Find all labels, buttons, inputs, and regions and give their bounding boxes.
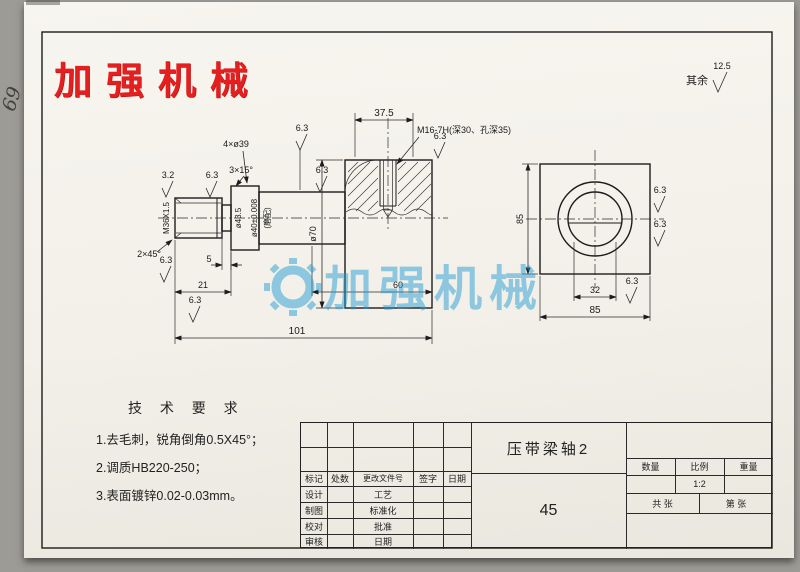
dim-37-5: 37.5 — [374, 108, 394, 119]
dim-d43-5: ø43.5 — [234, 207, 243, 228]
technical-requirements: 技 术 要 求 1.去毛刺，锐角倒角0.5X45°； 2.调质HB220-250… — [96, 398, 316, 513]
dim-5: 5 — [206, 254, 211, 264]
roughness-symbol: 6.3 — [653, 219, 667, 247]
company-logo: 加强机械 — [54, 61, 263, 103]
dim-21: 21 — [198, 280, 208, 290]
roughness-symbol: 6.3 — [433, 131, 447, 159]
tap-note: M16-7H(深30、孔深35) — [417, 125, 511, 135]
watermark: 加强机械 — [264, 258, 544, 316]
roughness-symbol: 3.2 — [161, 170, 175, 198]
tb-scale-value: 1:2 — [693, 479, 706, 489]
drawing-sheet — [24, 2, 794, 558]
tech-item: 1.去毛刺，锐角倒角0.5X45°； — [96, 433, 264, 447]
centerlines — [158, 118, 664, 288]
dim-101: 101 — [289, 326, 306, 337]
tech-title: 技 术 要 求 — [128, 400, 245, 416]
roughness-symbol: 6.3 — [205, 170, 219, 198]
tb-date: 日期 — [373, 537, 392, 547]
tb-header-biaoji: 标记 — [304, 474, 323, 484]
dim-chamfer15: 3×15° — [229, 165, 253, 175]
dim-60: 60 — [393, 280, 403, 290]
roughness-symbol: 6.3 — [295, 123, 309, 190]
roughness-symbols: 3.2 6.3 6.3 6.3 6.3 6.3 6.3 6.3 6.3 6.3 — [159, 123, 667, 323]
roughness-symbol: 6.3 — [188, 295, 202, 323]
corner-note-label: 其余 — [686, 73, 708, 87]
svg-text:6.3: 6.3 — [296, 123, 309, 133]
tb-draw: 制图 — [304, 505, 323, 516]
tb-header-file: 更改文件号 — [363, 474, 403, 483]
dim-85-side: 85 — [515, 214, 525, 224]
svg-text:6.3: 6.3 — [189, 295, 202, 305]
tb-process: 工艺 — [373, 489, 392, 500]
side-view — [539, 163, 651, 275]
roughness-symbol: 6.3 — [315, 165, 329, 193]
tb-review: 审核 — [304, 537, 323, 547]
dim-85-bottom: 85 — [589, 305, 601, 316]
svg-text:6.3: 6.3 — [316, 165, 329, 175]
gear-icon — [264, 258, 322, 316]
tb-total-sheets: 共 张 — [652, 498, 673, 509]
tb-qty: 数量 — [641, 462, 660, 472]
svg-text:6.3: 6.3 — [654, 219, 667, 229]
svg-text:6.3: 6.3 — [654, 185, 667, 195]
dim-d40: ø40±0.008 — [250, 198, 259, 237]
tb-header-chushu: 处数 — [330, 474, 349, 484]
roughness-symbol: 6.3 — [159, 255, 173, 283]
tb-design: 设计 — [304, 489, 323, 500]
svg-text:6.3: 6.3 — [160, 255, 173, 265]
frame-border — [41, 31, 773, 549]
scan-smudge — [26, 0, 60, 5]
watermark-text: 加强机械 — [324, 263, 544, 316]
svg-text:6.3: 6.3 — [626, 276, 639, 286]
tech-item: 3.表面镀锌0.02-0.03mm。 — [96, 489, 243, 503]
roughness-symbol: 6.3 — [625, 276, 639, 304]
tb-standard: 标准化 — [369, 505, 397, 516]
tb-sheet-no: 第 张 — [725, 498, 747, 509]
material: 45 — [539, 502, 558, 519]
tb-check: 校对 — [304, 521, 323, 532]
tb-weight: 重量 — [739, 462, 758, 472]
tb-approve: 批准 — [373, 521, 392, 532]
dim-32: 32 — [590, 285, 600, 295]
tb-header-date: 日期 — [447, 474, 466, 484]
section-hatching — [347, 161, 432, 212]
corner-note-value: 12.5 — [713, 61, 731, 71]
dim-thread: M36X1.5 — [162, 201, 171, 234]
svg-text:6.3: 6.3 — [206, 170, 219, 180]
dim-chamfer45: 2×45° — [137, 249, 161, 259]
svg-text:3.2: 3.2 — [162, 170, 175, 180]
part-name: 压带梁轴2 — [506, 440, 591, 458]
dim-holes: 4×ø39 — [223, 139, 249, 149]
dimensions: 37.5 M16-7H(深30、孔深35) 4×ø39 3×15° M36X1.… — [137, 108, 651, 344]
corner-roughness-note: 其余 12.5 — [686, 61, 731, 94]
roughness-symbol: 6.3 — [653, 185, 667, 213]
dim-d40-note: (磨配) — [262, 207, 272, 229]
svg-text:6.3: 6.3 — [434, 131, 447, 141]
dim-d70: ø70 — [308, 226, 318, 242]
tb-scale: 比例 — [690, 462, 709, 472]
tech-item: 2.调质HB220-250； — [96, 461, 208, 475]
title-block: 标记 处数 更改文件号 签字 日期 设计 制图 校对 审核 工艺 标准化 批准 … — [300, 422, 773, 549]
tb-header-sign: 签字 — [418, 474, 437, 484]
